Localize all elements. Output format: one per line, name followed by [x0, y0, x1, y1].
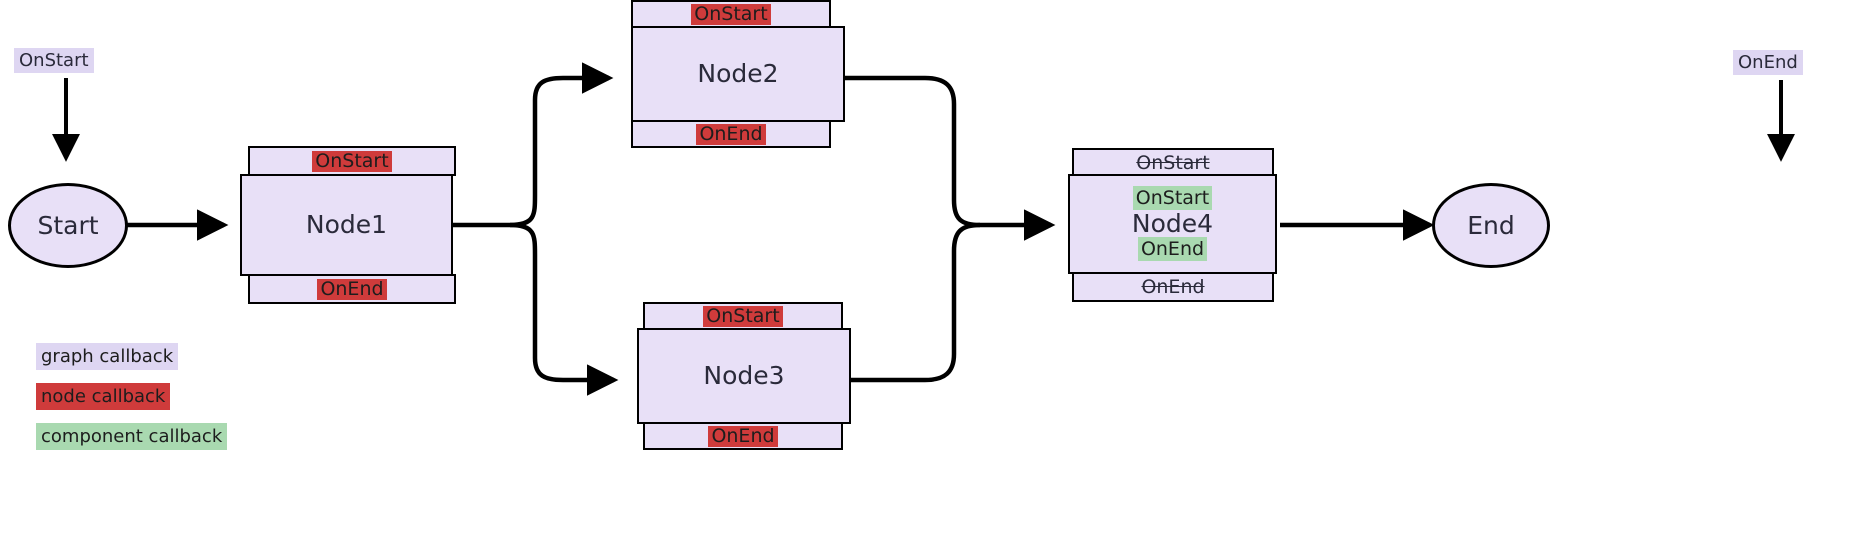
- node2-onstart-label: OnStart: [691, 3, 771, 25]
- node3-onend-label: OnEnd: [708, 425, 778, 447]
- legend-item-node-callback: node callback: [36, 383, 227, 410]
- graph-callback-onstart-label: OnStart: [14, 48, 94, 73]
- legend-label-graph-callback: graph callback: [36, 343, 179, 370]
- node4-inner-onend-label: OnEnd: [1137, 237, 1208, 262]
- node3-onstart-label: OnStart: [703, 305, 783, 327]
- node3-onend-bar[interactable]: OnEnd: [643, 422, 843, 450]
- node4-onstart-outer-label: OnStart: [1136, 151, 1210, 174]
- graph-callback-onstart: OnStart: [14, 48, 94, 73]
- node2-onstart-bar[interactable]: OnStart: [631, 0, 831, 28]
- edge-node3-to-merge: [849, 222, 981, 383]
- legend: graph callback node callback component c…: [36, 343, 228, 468]
- node3-title: Node3: [703, 360, 785, 390]
- node4-inner-onstart-label: OnStart: [1132, 185, 1213, 210]
- node4-inner-onstart: OnStart: [1132, 185, 1213, 210]
- start-node-label: Start: [37, 211, 99, 240]
- node1-title: Node1: [305, 209, 388, 239]
- edge-split-to-node2: [509, 62, 614, 228]
- node-node3[interactable]: OnStart Node3 OnEnd: [637, 302, 853, 450]
- start-node[interactable]: Start: [8, 183, 128, 268]
- edge-split-to-node3: [509, 222, 619, 396]
- node4-onend-outer-label: OnEnd: [1141, 275, 1205, 298]
- node-node4[interactable]: OnStart OnStart Node4 OnEnd OnEnd: [1068, 148, 1284, 304]
- node4-onend-outer-bar[interactable]: OnEnd: [1072, 272, 1274, 302]
- node1-onstart-bar[interactable]: OnStart: [248, 146, 456, 176]
- legend-item-graph-callback: graph callback: [36, 343, 227, 370]
- node1-onend-bar[interactable]: OnEnd: [248, 274, 456, 304]
- node1-body[interactable]: Node1: [240, 174, 453, 276]
- legend-label-component-callback: component callback: [36, 423, 228, 450]
- node3-body[interactable]: Node3: [637, 328, 851, 424]
- node2-onend-label: OnEnd: [696, 123, 766, 145]
- node-node1[interactable]: OnStart Node1 OnEnd: [240, 146, 456, 304]
- end-node[interactable]: End: [1432, 183, 1550, 268]
- node-node2[interactable]: OnStart Node2 OnEnd: [631, 0, 847, 148]
- node2-body[interactable]: Node2: [631, 26, 845, 122]
- legend-label-node-callback: node callback: [36, 383, 171, 410]
- node1-onend-label: OnEnd: [317, 278, 387, 300]
- end-node-label: End: [1467, 211, 1515, 240]
- node2-onend-bar[interactable]: OnEnd: [631, 120, 831, 148]
- node4-body[interactable]: OnStart Node4 OnEnd: [1068, 174, 1277, 274]
- node3-onstart-bar[interactable]: OnStart: [643, 302, 843, 330]
- node4-inner-onend: OnEnd: [1137, 237, 1208, 262]
- legend-item-component-callback: component callback: [36, 423, 228, 450]
- graph-callback-onend: OnEnd: [1733, 50, 1803, 75]
- node1-onstart-label: OnStart: [312, 150, 392, 172]
- node2-title: Node2: [697, 58, 779, 88]
- graph-callback-onend-label: OnEnd: [1733, 50, 1803, 75]
- node4-title: Node4: [1131, 208, 1214, 238]
- edge-node2-to-merge: [843, 75, 981, 228]
